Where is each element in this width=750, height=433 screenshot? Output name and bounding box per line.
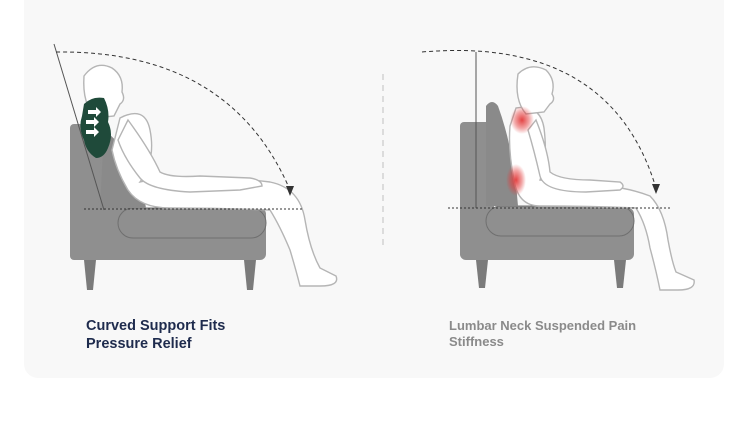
left-person-arm — [117, 118, 263, 193]
left-person-body — [111, 112, 338, 287]
left-illustration — [53, 43, 338, 290]
right-caption-line2: Stiffness — [449, 334, 504, 349]
left-sofa-leg — [84, 260, 96, 290]
right-sofa-leg — [614, 260, 626, 288]
left-sofa — [70, 124, 267, 290]
right-person-body — [508, 106, 695, 291]
right-sofa-leg — [476, 260, 488, 288]
left-sofa-leg — [244, 260, 256, 290]
right-angle-guides — [421, 50, 672, 209]
right-illustration — [421, 50, 695, 291]
right-caption-line1: Lumbar Neck Suspended Pain — [449, 318, 637, 333]
neck-pain-spot — [510, 106, 534, 134]
right-sofa — [460, 102, 635, 288]
left-caption: Curved Support Fits Pressure Relief — [86, 317, 225, 353]
left-caption-line1: Curved Support Fits — [86, 318, 226, 334]
left-angle-guides — [53, 43, 304, 211]
right-seat-cushion — [485, 205, 635, 237]
lumbar-pain-spot — [506, 164, 526, 196]
arrow-icon — [86, 107, 101, 137]
arrow-head-icon — [286, 186, 294, 196]
right-person-arm — [527, 118, 624, 193]
left-seat-cushion — [117, 207, 267, 239]
right-person — [508, 66, 695, 291]
right-caption: Lumbar Neck Suspended Pain Stiffness — [449, 318, 636, 350]
arrow-head-icon — [652, 184, 660, 194]
left-support-pillow — [80, 97, 111, 158]
left-caption-line2: Pressure Relief — [86, 336, 192, 352]
